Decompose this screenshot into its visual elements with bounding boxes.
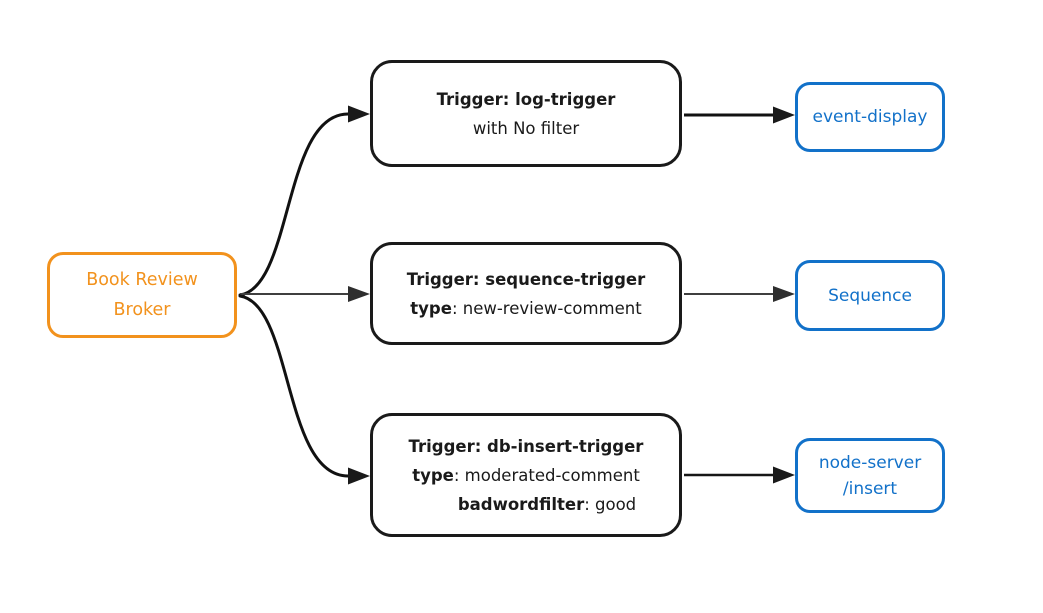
trigger-title-text: Trigger: sequence-trigger: [406, 269, 646, 289]
filter-value: : good: [584, 494, 637, 514]
sink-label: Sequence: [828, 285, 912, 306]
trigger-filter-text: with No filter: [473, 114, 579, 143]
trigger-filter-text: badwordfilter: good: [458, 490, 636, 519]
node-trigger-db-insert-trigger: Trigger: db-insert-trigger type: moderat…: [370, 413, 682, 537]
filter-key: type: [410, 298, 452, 318]
edge-broker-to-db-insert-trigger: [238, 294, 370, 485]
edge-broker-to-log-trigger: [238, 105, 370, 297]
sink-label: /insert: [842, 478, 898, 499]
filter-key: badwordfilter: [457, 494, 585, 514]
node-sink-sequence: Sequence: [795, 260, 945, 331]
node-sink-event-display: event-display: [795, 82, 945, 152]
filter-key: type: [412, 465, 454, 485]
node-book-review-broker: Book Review Broker: [47, 252, 237, 338]
node-sink-node-server-insert: node-server /insert: [795, 438, 945, 513]
broker-label-line: Book Review: [86, 270, 198, 290]
trigger-title-text: Trigger: db-insert-trigger: [408, 436, 644, 456]
trigger-filter-text: type: new-review-comment: [410, 294, 641, 323]
sink-label: event-display: [812, 107, 928, 127]
sink-label: node-server: [818, 452, 922, 473]
filter-value: : moderated-comment: [453, 465, 640, 485]
filter-value: : new-review-comment: [451, 298, 642, 318]
trigger-title-text: Trigger: log-trigger: [436, 89, 616, 109]
trigger-title: Trigger: log-trigger: [437, 85, 616, 114]
trigger-title: Trigger: db-insert-trigger: [409, 432, 644, 461]
trigger-title: Trigger: sequence-trigger: [407, 265, 646, 294]
broker-label-line: Broker: [113, 300, 171, 320]
node-trigger-log-trigger: Trigger: log-trigger with No filter: [370, 60, 682, 167]
trigger-filter-value: with No filter: [472, 118, 580, 138]
trigger-filter-text: type: moderated-comment: [412, 461, 640, 490]
node-trigger-sequence-trigger: Trigger: sequence-trigger type: new-revi…: [370, 242, 682, 345]
